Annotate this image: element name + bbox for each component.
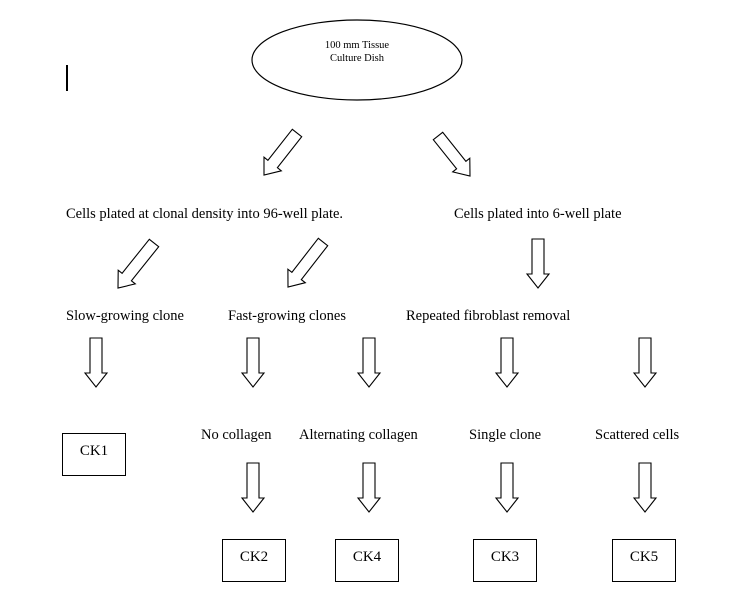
- arrow-root-to-6-well: [432, 131, 471, 177]
- box-ck2-label: CK2: [239, 549, 269, 565]
- arrow-layer: [83, 128, 658, 513]
- arrow-alternating-to-ck4: [356, 462, 382, 513]
- arrow-fast-to-no-collagen: [240, 337, 266, 388]
- box-ck1-label: CK1: [79, 443, 109, 459]
- label-no-collagen: No collagen: [201, 427, 272, 443]
- label-single-clone: Single clone: [469, 427, 542, 443]
- label-alternating-collagen: Alternating collagen: [299, 427, 418, 443]
- root-label-line1: 100 mm Tissue: [324, 40, 390, 51]
- arrow-single-clone-to-ck3: [494, 462, 520, 513]
- arrow-fast-to-alternating: [356, 337, 382, 388]
- box-ck3: CK3: [473, 539, 537, 582]
- arrow-root-to-96-well: [263, 128, 303, 176]
- box-ck5: CK5: [612, 539, 676, 582]
- label-slow-growing: Slow-growing clone: [66, 308, 184, 324]
- box-ck3-label: CK3: [490, 549, 520, 565]
- box-ck1: CK1: [62, 433, 126, 476]
- text-cursor: [66, 65, 68, 91]
- root-ellipse: [251, 19, 463, 101]
- arrow-96-well-to-slow: [117, 238, 160, 289]
- arrow-96-well-to-fast: [287, 237, 329, 288]
- box-ck5-label: CK5: [629, 549, 659, 565]
- label-fibroblast-removal: Repeated fibroblast removal: [406, 308, 571, 324]
- arrow-scattered-to-ck5: [632, 462, 658, 513]
- root-label-line2: Culture Dish: [330, 53, 384, 64]
- label-fast-growing: Fast-growing clones: [228, 308, 346, 324]
- label-96-well: Cells plated at clonal density into 96-w…: [66, 206, 344, 222]
- box-ck4: CK4: [335, 539, 399, 582]
- label-scattered-cells: Scattered cells: [595, 427, 680, 443]
- arrow-fibro-to-scattered: [632, 337, 658, 388]
- box-ck2: CK2: [222, 539, 286, 582]
- box-ck4-label: CK4: [352, 549, 382, 565]
- root-label: 100 mm Tissue Culture Dish: [253, 39, 461, 65]
- arrow-slow-to-ck1: [83, 337, 109, 388]
- arrow-6-well-to-fibro: [525, 238, 551, 289]
- label-6-well: Cells plated into 6-well plate: [454, 206, 622, 222]
- arrow-fibro-to-single-clone: [494, 337, 520, 388]
- arrow-no-collagen-to-ck2: [240, 462, 266, 513]
